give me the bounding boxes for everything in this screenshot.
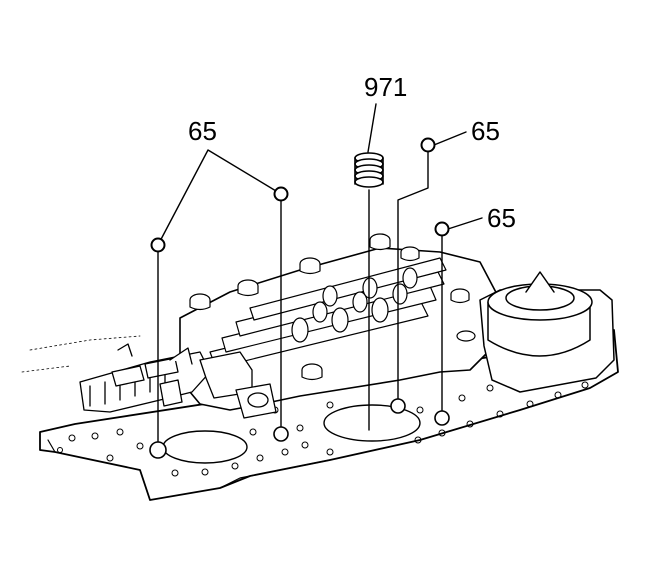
callout-label-spring: 971 <box>364 72 408 102</box>
checkballs <box>149 398 450 459</box>
solenoid-harness <box>79 343 277 419</box>
plate-hole-center <box>323 404 421 442</box>
leader-lines <box>157 103 483 445</box>
callout-label-checkball-upper-right: 65 <box>471 116 500 146</box>
case-outline <box>21 335 141 373</box>
spacer-plate-edge <box>47 439 331 501</box>
accumulator-housing <box>479 271 615 393</box>
valve-spools <box>209 257 447 369</box>
callout-label-checkball-left: 65 <box>188 116 217 146</box>
spring-971 <box>354 152 384 188</box>
plate-hole-left <box>162 430 248 464</box>
plate-small-holes <box>57 366 604 477</box>
callout-label-checkball-right: 65 <box>487 203 516 233</box>
callout-circles <box>150 137 450 253</box>
